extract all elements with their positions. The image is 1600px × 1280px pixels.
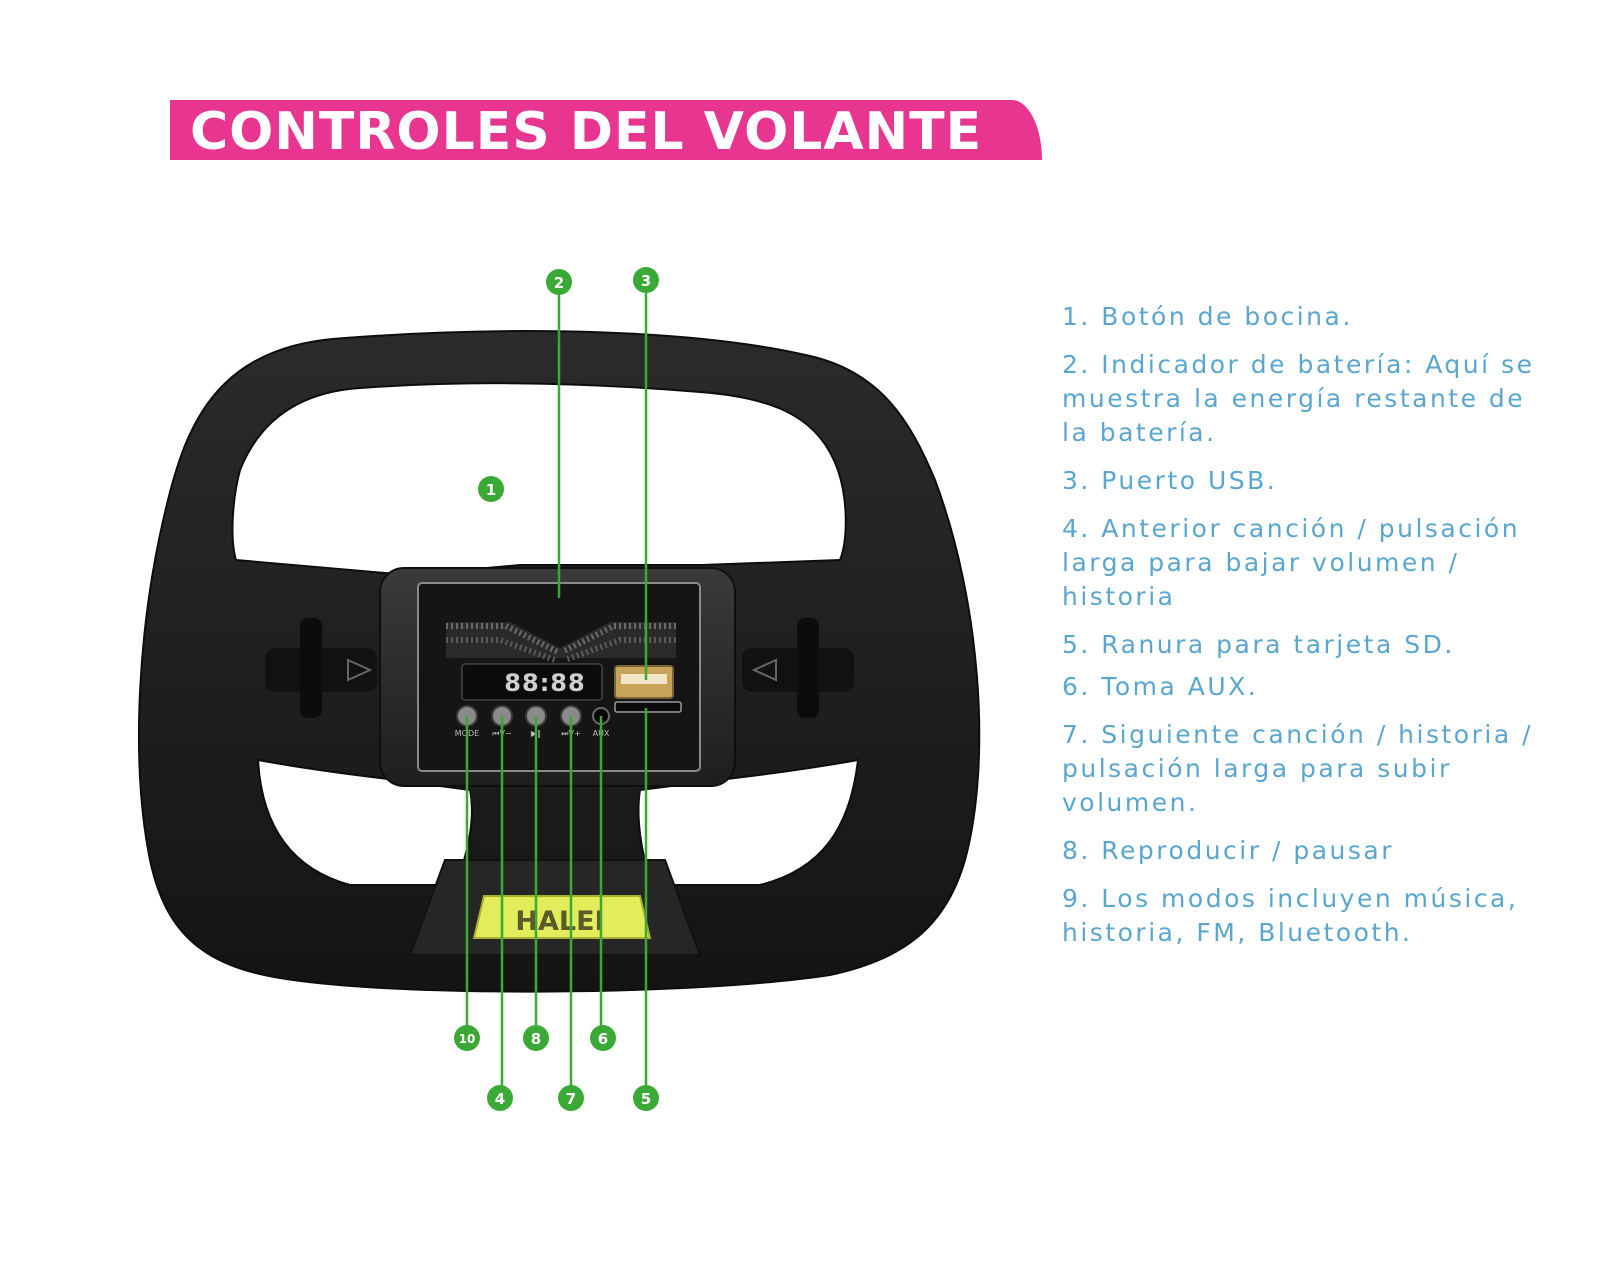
legend-item-9: 9. Los modos incluyen música, historia, … (1062, 884, 1519, 947)
callout-10: 10 (454, 1025, 480, 1051)
callout-markers: 1 2 3 4 5 6 7 8 10 (454, 267, 659, 1111)
legend-item-5: 5. Ranura para tarjeta SD. (1062, 630, 1455, 659)
svg-text:3: 3 (641, 272, 651, 290)
page-title: CONTROLES DEL VOLANTE (190, 102, 983, 162)
svg-text:10: 10 (459, 1032, 476, 1046)
callout-6: 6 (590, 1025, 616, 1051)
legend-item-4: 4. Anterior canción / pulsación larga pa… (1062, 514, 1521, 611)
legend-item-7: 7. Siguiente canción / historia / pulsac… (1062, 720, 1534, 817)
callout-lines (465, 293, 648, 1087)
svg-text:7: 7 (566, 1090, 576, 1108)
legend-list: 1. Botón de bocina. 2. Indicador de bate… (1062, 300, 1562, 964)
brand-logo: HALEI (472, 895, 652, 939)
svg-text:5: 5 (641, 1090, 651, 1108)
callout-8: 8 (523, 1025, 549, 1051)
control-panel: 88:88 MODE ⏮V− ▶‖ ⏭V+ AUX (379, 567, 736, 787)
digital-display: 88:88 (461, 663, 603, 701)
callout-4: 4 (487, 1085, 513, 1111)
steering-wheel-diagram: HALEI 88:88 (138, 267, 981, 1111)
svg-text:2: 2 (554, 274, 564, 292)
svg-text:4: 4 (495, 1090, 505, 1108)
title-banner: CONTROLES DEL VOLANTE (170, 100, 1042, 162)
legend-item-1: 1. Botón de bocina. (1062, 302, 1353, 331)
left-spoke-button (265, 618, 377, 718)
svg-text:8: 8 (531, 1030, 541, 1048)
callout-2: 2 (546, 269, 572, 295)
sd-slot-icon (614, 701, 682, 713)
legend-item-8: 8. Reproducir / pausar (1062, 836, 1394, 865)
legend-item-6: 6. Toma AUX. (1062, 672, 1259, 701)
svg-text:6: 6 (598, 1030, 608, 1048)
usb-port-icon (614, 665, 674, 699)
callout-3: 3 (633, 267, 659, 293)
svg-text:88:88: 88:88 (504, 669, 585, 697)
legend-item-2: 2. Indicador de batería: Aquí se muestra… (1062, 350, 1535, 447)
callout-7: 7 (558, 1085, 584, 1111)
svg-text:1: 1 (486, 481, 496, 499)
right-spoke-button (742, 618, 854, 718)
battery-indicator (446, 622, 676, 663)
svg-text:HALEI: HALEI (515, 906, 604, 937)
callout-1: 1 (478, 476, 504, 502)
legend-item-3: 3. Puerto USB. (1062, 466, 1278, 495)
callout-5: 5 (633, 1085, 659, 1111)
